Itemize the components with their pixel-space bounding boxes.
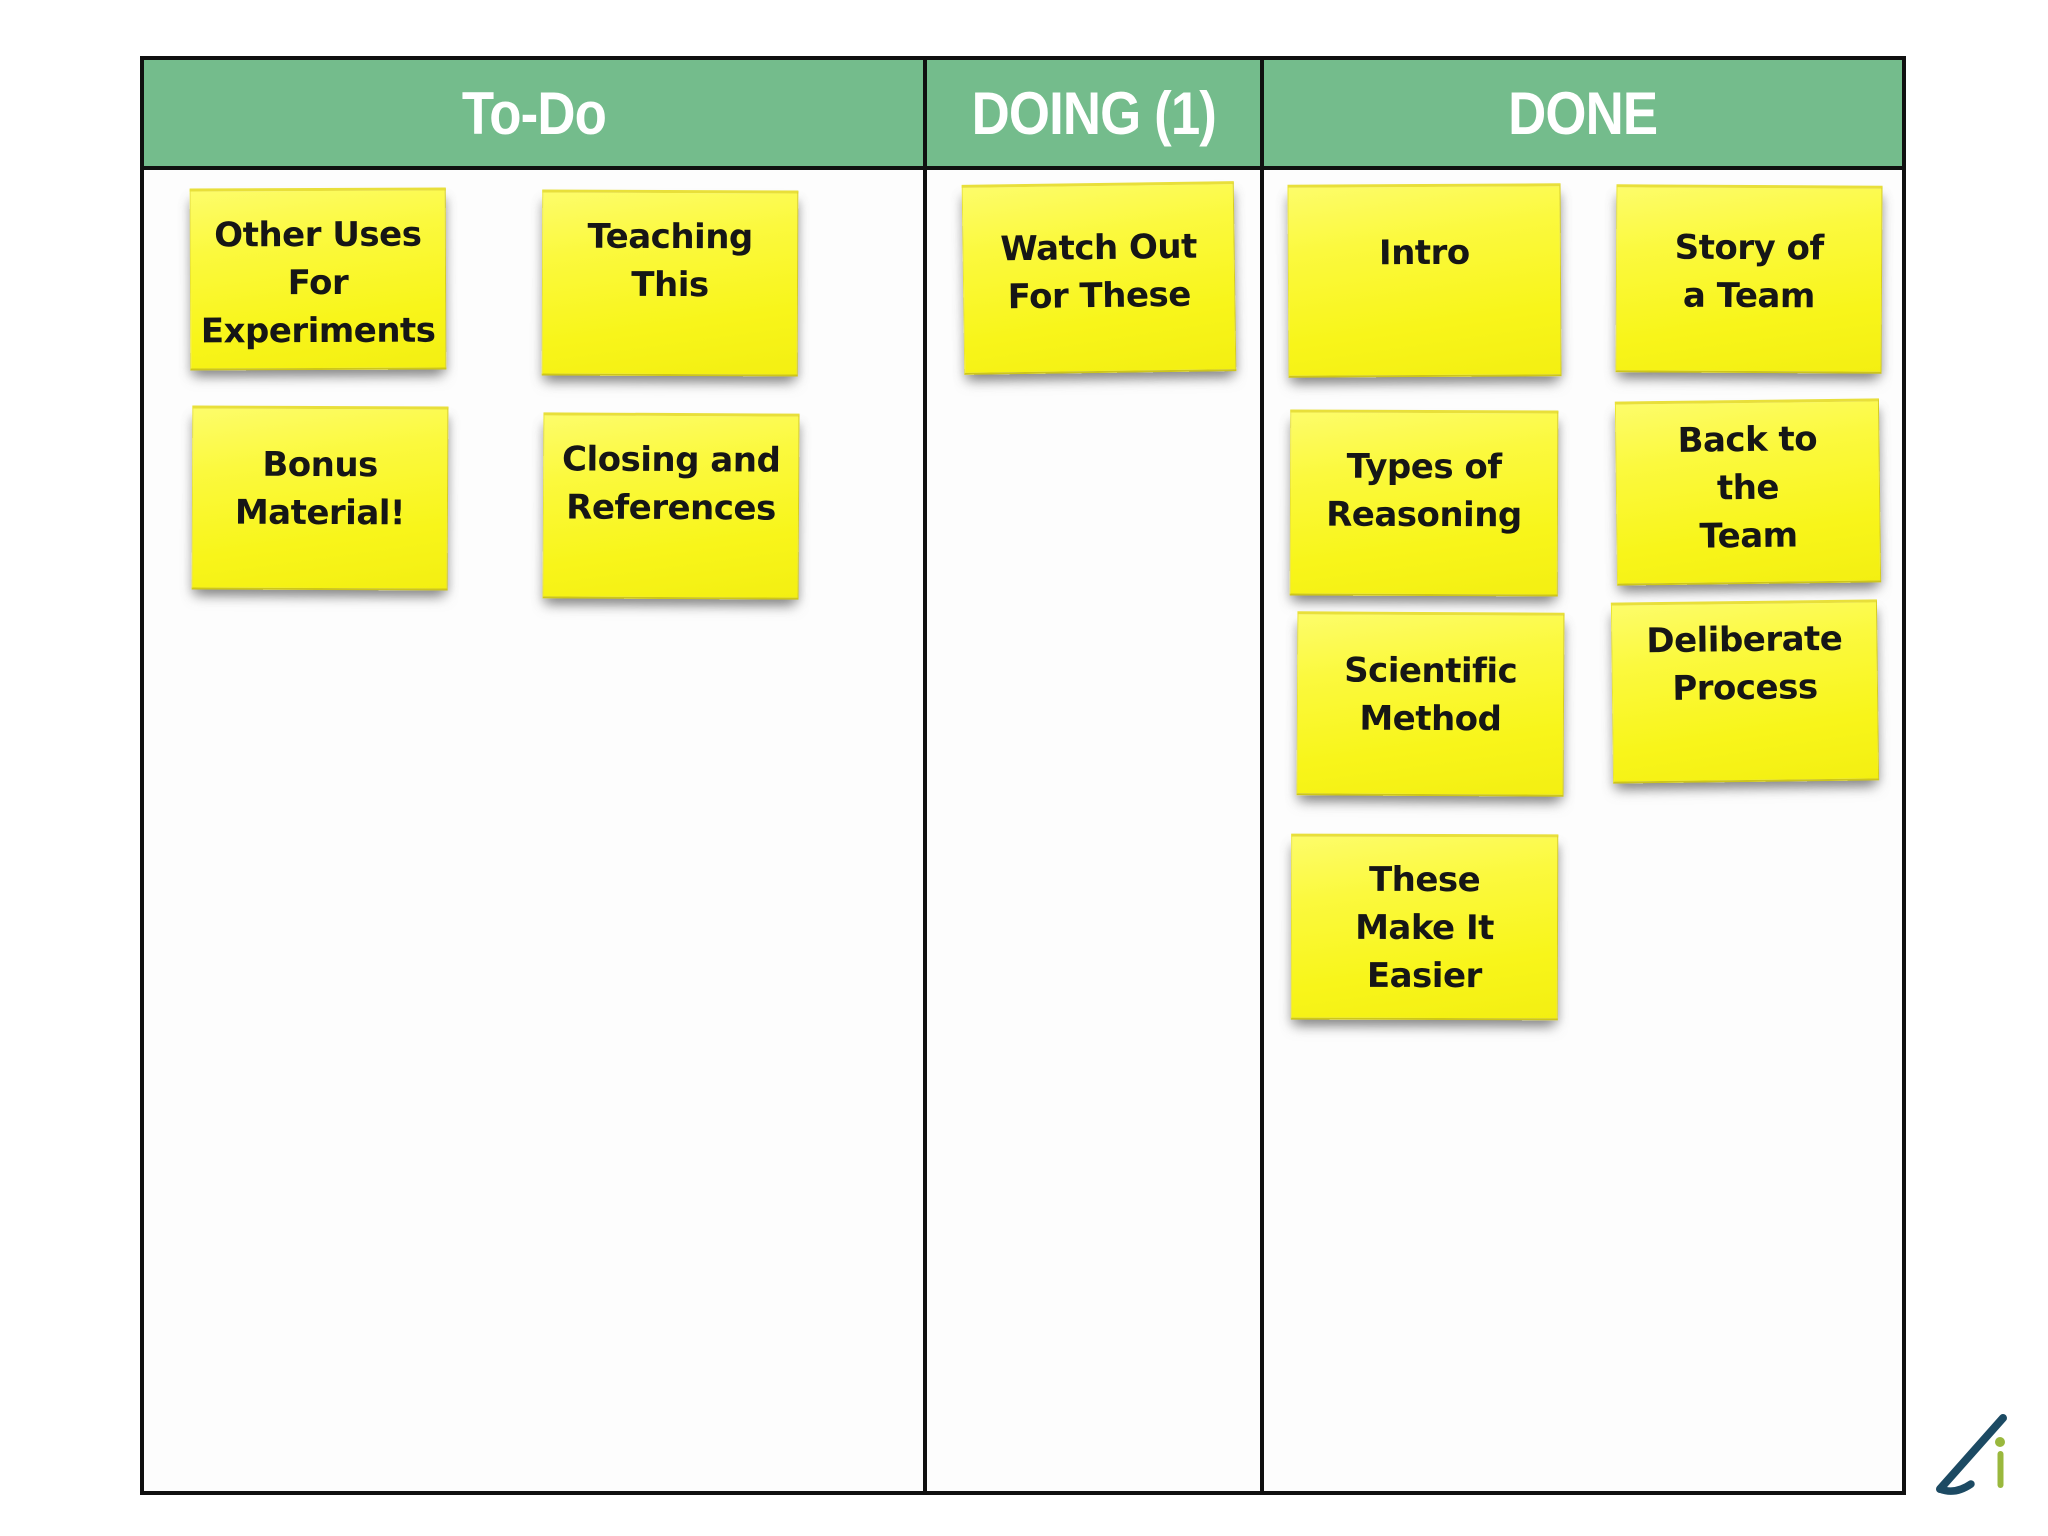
sticky-note-back-to-the-team[interactable]: Back to the Team [1614, 398, 1882, 586]
logo-arrow-head [1936, 1480, 1975, 1495]
sticky-note-closing-and-references[interactable]: Closing and References [542, 412, 800, 600]
column-body-doing [923, 170, 1260, 1491]
sticky-note-story-of-a-team[interactable]: Story of a Team [1615, 184, 1883, 374]
sticky-note-teaching-this[interactable]: Teaching This [541, 189, 799, 377]
logo-i-stem [1997, 1451, 2004, 1488]
column-header-todo: To-Do [144, 60, 923, 170]
column-body-todo [144, 170, 923, 1491]
logo-arrow-shaft [1936, 1414, 2007, 1493]
sticky-note-intro[interactable]: Intro [1287, 183, 1562, 378]
sticky-note-deliberate-process[interactable]: Deliberate Process [1610, 599, 1880, 784]
sticky-note-types-of-reasoning[interactable]: Types of Reasoning [1289, 409, 1559, 597]
column-header-done-label: DONE [1508, 79, 1658, 147]
sticky-note-these-make-it-easier[interactable]: These Make It Easier [1290, 833, 1559, 1021]
sticky-note-watch-out-for-these[interactable]: Watch Out For These [961, 181, 1237, 375]
angle-arrow-i-logo [1936, 1414, 2007, 1495]
column-header-doing-label: DOING (1) [971, 79, 1216, 147]
sticky-note-scientific-method[interactable]: Scientific Method [1296, 611, 1565, 797]
column-body-done [1260, 170, 1902, 1491]
sticky-note-bonus-material[interactable]: Bonus Material! [191, 405, 449, 591]
sticky-note-other-uses-for-experiments[interactable]: Other Uses For Experiments [189, 187, 447, 371]
column-header-doing: DOING (1) [923, 60, 1260, 170]
logo-i-dot [1995, 1437, 2005, 1447]
column-header-todo-label: To-Do [461, 79, 606, 147]
column-header-done: DONE [1260, 60, 1902, 170]
